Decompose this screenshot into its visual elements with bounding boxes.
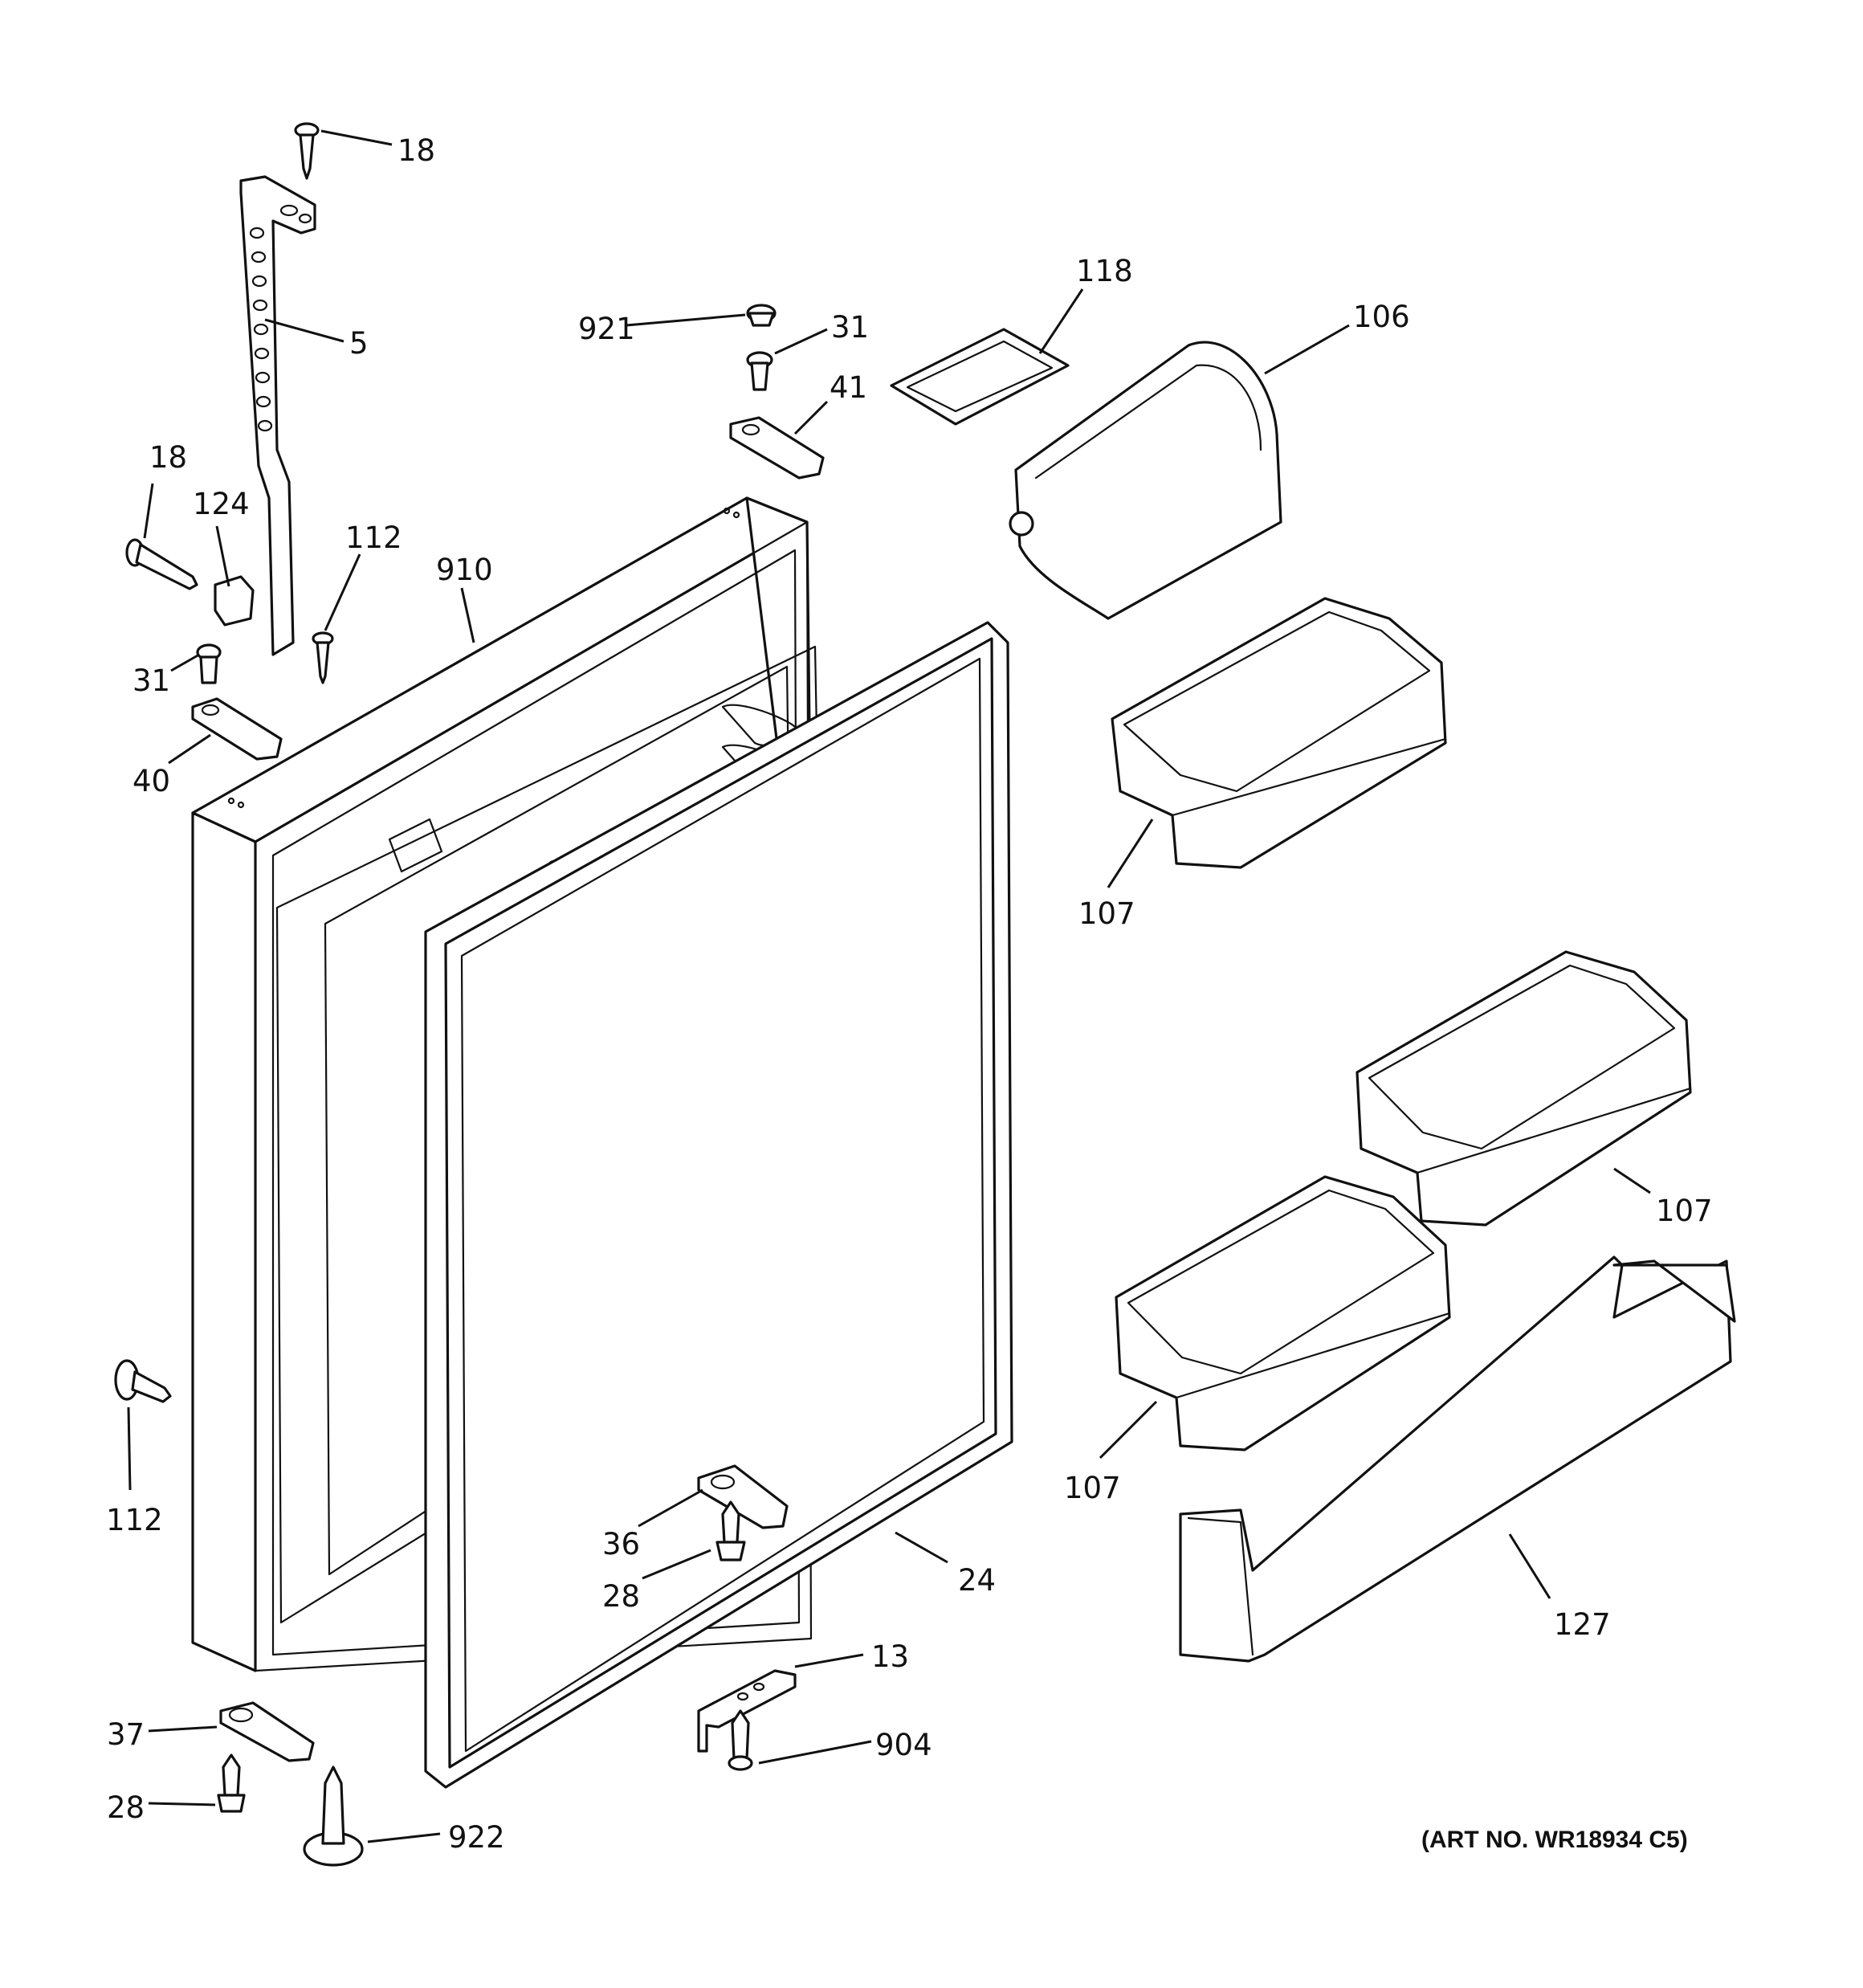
leader-124: [215, 525, 230, 587]
leader-107-right: [1613, 1167, 1651, 1194]
screw-112-top: [312, 631, 334, 684]
leader-41: [793, 400, 829, 435]
leader-106: [1264, 324, 1350, 375]
callout-28-center: 28: [602, 1579, 640, 1614]
leader-904: [758, 1740, 872, 1765]
callout-31-left: 31: [132, 663, 170, 698]
callout-904: 904: [875, 1728, 932, 1762]
dairy-door-118: [890, 328, 1070, 426]
art-number: (ART NO. WR18934 C5): [1421, 1827, 1688, 1853]
callout-107-lower: 107: [1064, 1471, 1121, 1505]
callout-107-upper: 107: [1078, 896, 1135, 931]
callout-31-top: 31: [831, 310, 869, 345]
plug-31-top: [746, 351, 773, 391]
bracket-13: [697, 1669, 797, 1753]
leader-24: [895, 1531, 948, 1564]
callout-13: 13: [871, 1639, 909, 1674]
callout-112-top: 112: [345, 520, 402, 555]
door-gasket: [424, 621, 1013, 1789]
leader-31-top: [774, 328, 828, 355]
callout-37: 37: [107, 1717, 145, 1752]
callout-106: 106: [1353, 300, 1410, 334]
leader-31-left: [170, 653, 200, 672]
screw-904: [728, 1709, 753, 1771]
leader-18-side: [143, 483, 154, 539]
screw-18-top: [294, 122, 320, 180]
pin-28-left: [217, 1753, 246, 1813]
callout-118: 118: [1076, 254, 1133, 288]
leader-37: [148, 1725, 218, 1733]
bottle-shelf-127: [1179, 1255, 1736, 1663]
leader-922: [367, 1832, 441, 1843]
leader-921: [626, 313, 746, 327]
callout-28-left: 28: [107, 1790, 145, 1825]
bracket-36: [697, 1464, 789, 1529]
callout-18-top: 18: [397, 133, 435, 168]
leader-112-top: [324, 553, 361, 631]
leader-18-top: [320, 129, 393, 146]
door-bin-107-upper: [1111, 597, 1447, 869]
plug-31-left: [196, 643, 222, 684]
callout-124: 124: [193, 487, 250, 521]
dairy-compartment-106: [1009, 341, 1282, 620]
leader-40: [168, 733, 211, 765]
callout-112-side: 112: [106, 1503, 163, 1537]
callout-921: 921: [578, 312, 635, 346]
callout-36: 36: [602, 1527, 640, 1561]
door-bin-107-lower: [1115, 1175, 1451, 1451]
leader-107-upper: [1107, 818, 1154, 888]
leader-28-left: [148, 1802, 216, 1806]
leader-36: [638, 1488, 703, 1528]
leader-13: [794, 1653, 864, 1668]
leader-910: [460, 587, 475, 643]
leader-127: [1508, 1533, 1551, 1599]
callout-40: 40: [132, 764, 170, 798]
shim-41: [729, 416, 825, 480]
door-bin-107-right: [1355, 950, 1692, 1227]
callout-922: 922: [448, 1820, 505, 1855]
leader-112-side: [127, 1406, 132, 1491]
callout-107-right: 107: [1656, 1194, 1713, 1228]
callout-910: 910: [436, 553, 493, 587]
callout-41: 41: [830, 370, 867, 405]
screw-112-side: [114, 1359, 172, 1403]
callout-5: 5: [349, 326, 369, 361]
callout-24: 24: [958, 1563, 996, 1598]
cam-922: [303, 1766, 364, 1867]
leader-107-lower: [1099, 1400, 1158, 1459]
leader-28-center: [642, 1549, 711, 1580]
callout-18-side: 18: [149, 440, 187, 475]
plug-921: [746, 304, 777, 327]
clip-124: [214, 575, 255, 627]
upper-hinge: [239, 175, 316, 656]
leader-5: [264, 318, 344, 343]
leader-118: [1038, 288, 1084, 354]
shim-40: [191, 697, 283, 761]
screw-18-side: [125, 538, 198, 590]
callout-127: 127: [1554, 1607, 1611, 1642]
pin-28-center: [715, 1500, 746, 1561]
bracket-37: [219, 1701, 315, 1762]
